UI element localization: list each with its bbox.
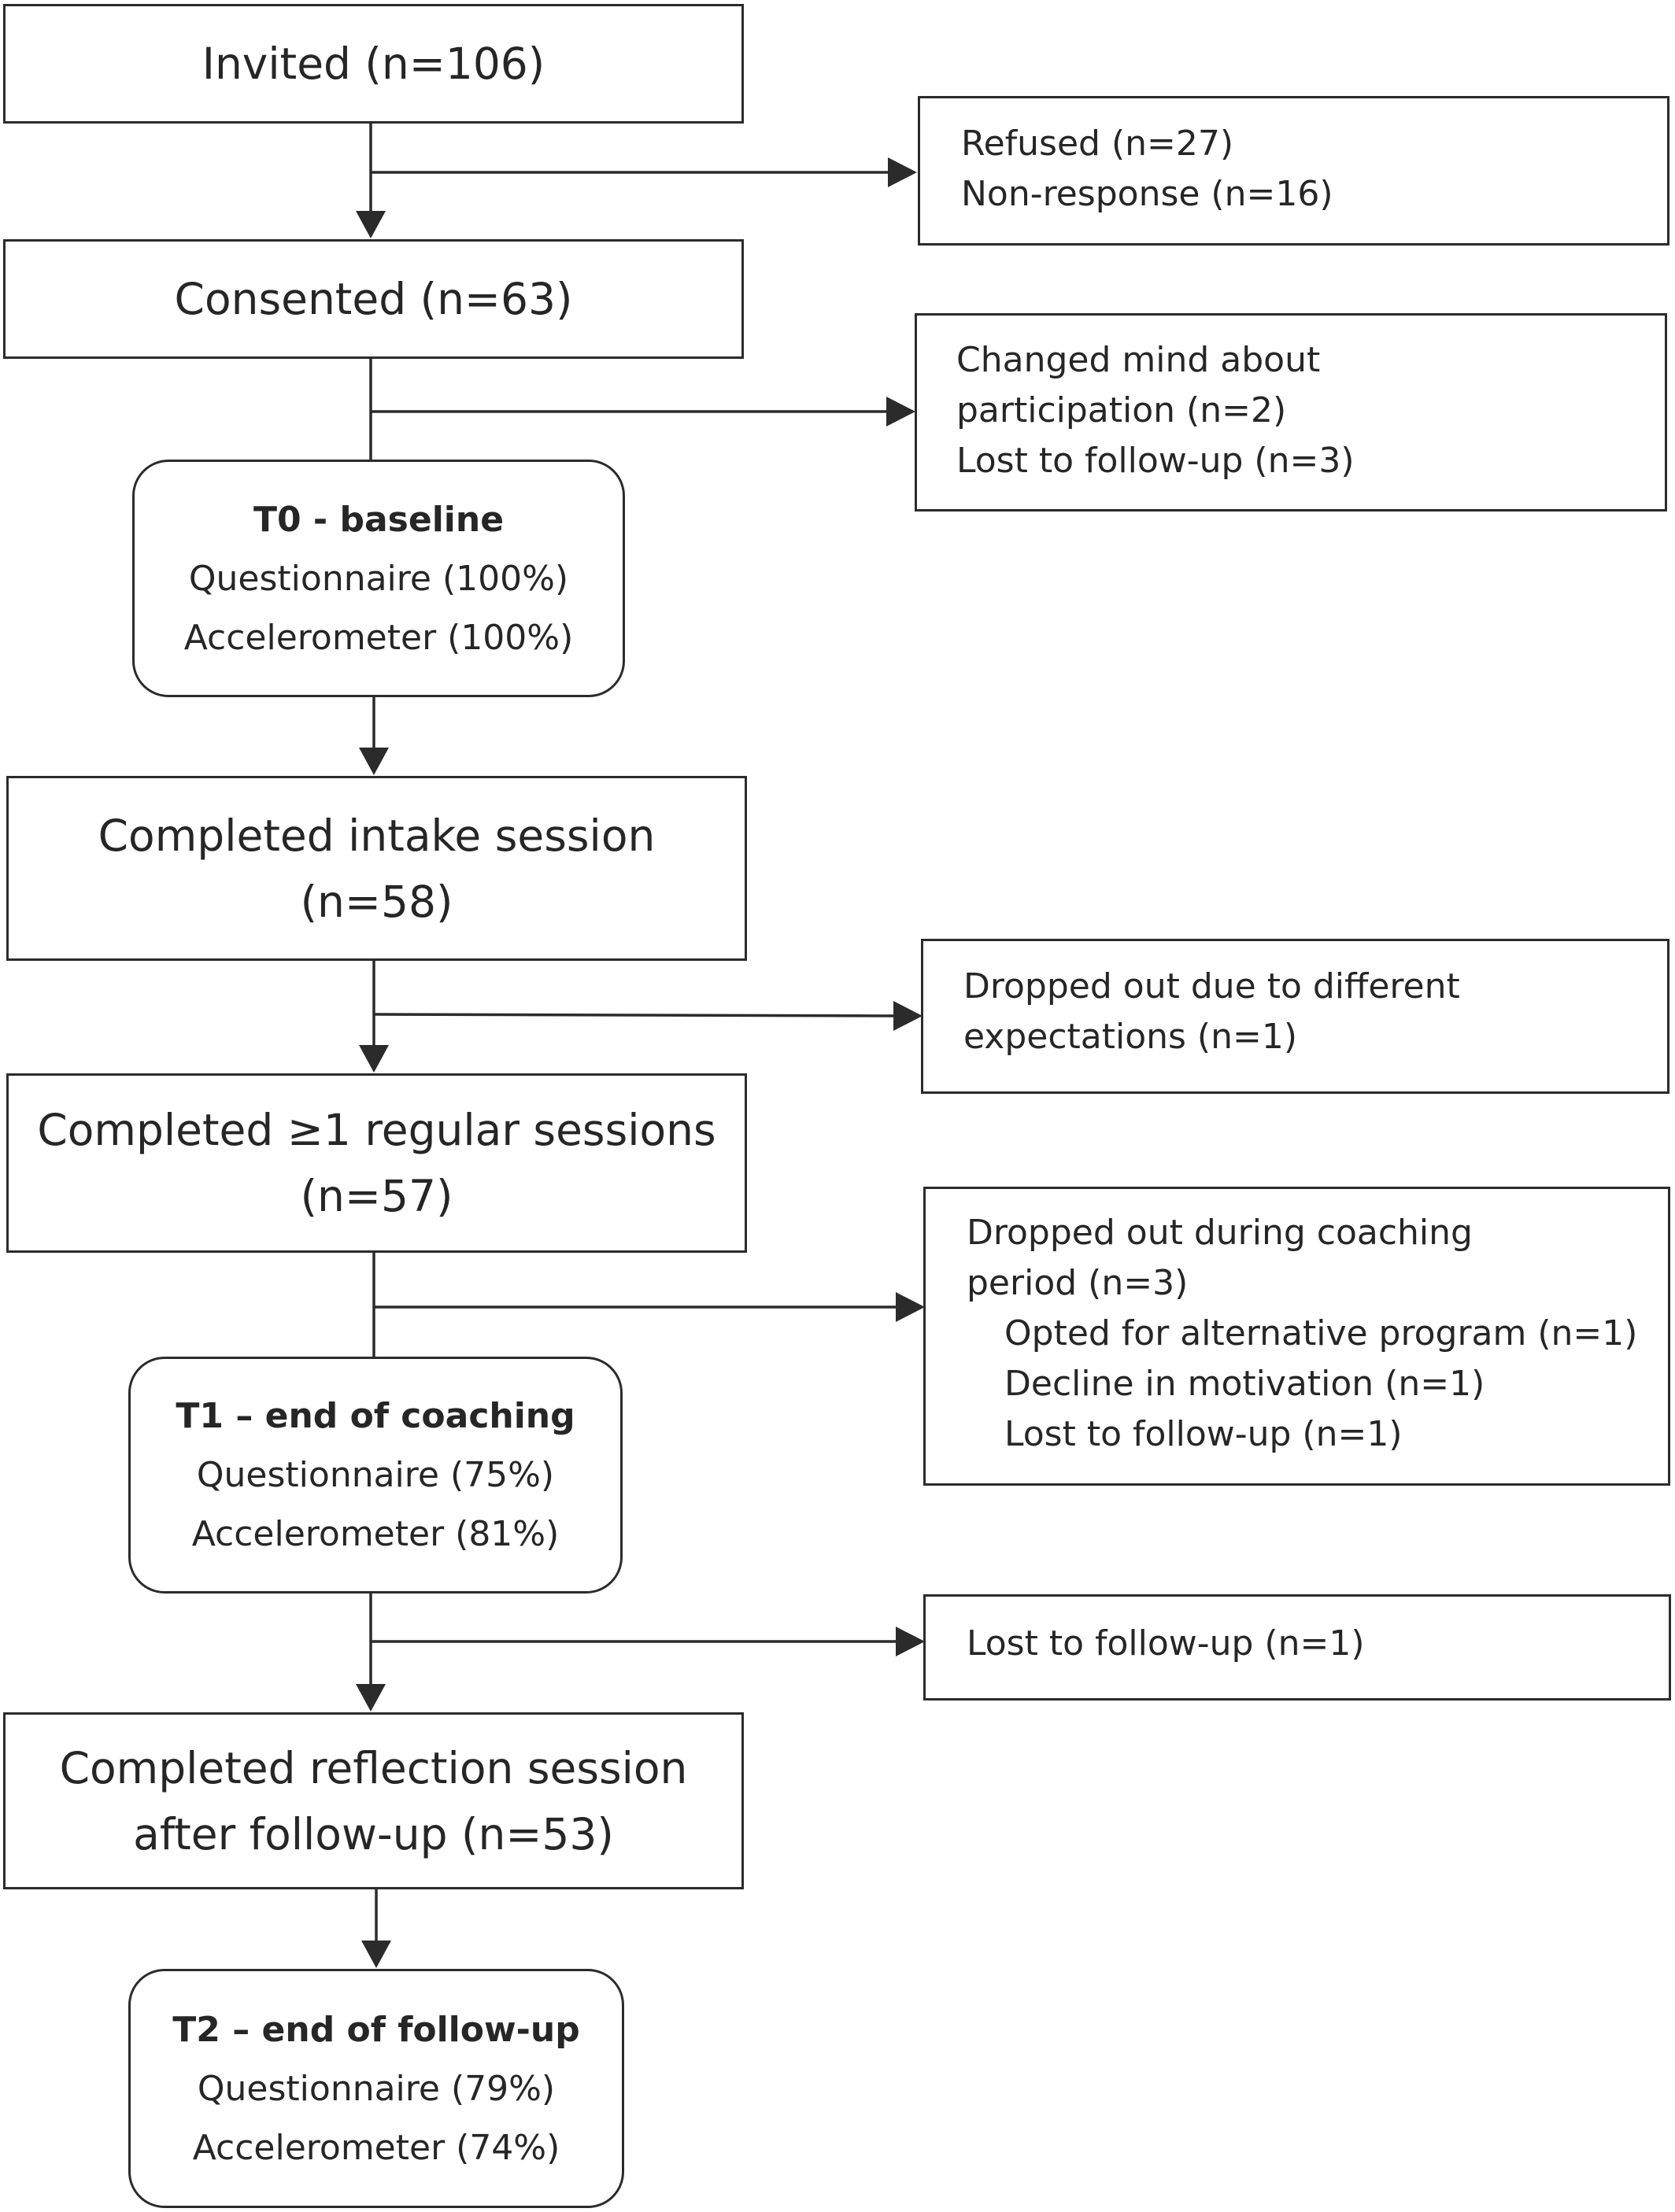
decline-motivation-label: Decline in motivation (n=1) <box>1004 1364 1485 1404</box>
reflection-label-1: Completed reflection session <box>59 1742 688 1793</box>
t1-questionnaire: Questionnaire (75%) <box>196 1455 555 1495</box>
arrow-to-excluded-intake <box>893 1001 923 1031</box>
arrow-to-excluded-coaching <box>896 1292 925 1322</box>
arrow-to-regular <box>359 1045 389 1073</box>
intake-label-1: Completed intake session <box>98 810 656 861</box>
arrow-to-excluded-consent <box>886 397 915 427</box>
t2-questionnaire: Questionnaire (79%) <box>197 2068 556 2109</box>
excluded-invite-box: Refused (n=27) Non-response (n=16) <box>918 96 1669 246</box>
excluded-followup-box: Lost to follow-up (n=1) <box>923 1594 1671 1701</box>
t2-end-followup-box: T2 – end of follow-up Questionnaire (79%… <box>128 1969 624 2208</box>
t0-accelerometer: Accelerometer (100%) <box>183 617 574 658</box>
excluded-consent-box: Changed mind about participation (n=2) L… <box>915 313 1667 511</box>
dropped-expectations-label-1: Dropped out due to different <box>963 966 1460 1006</box>
regular-label-2: (n=57) <box>300 1171 453 1221</box>
lost-followup-coaching-label: Lost to follow-up (n=1) <box>1004 1414 1403 1454</box>
t0-title: T0 - baseline <box>253 499 505 540</box>
non-response-label: Non-response (n=16) <box>961 174 1333 214</box>
intake-label-2: (n=58) <box>300 876 453 927</box>
consented-box: Consented (n=63) <box>3 239 744 359</box>
dropped-coaching-label-2: period (n=3) <box>967 1263 1189 1303</box>
lost-followup-t1-label: Lost to follow-up (n=1) <box>967 1623 1365 1664</box>
t1-end-coaching-box: T1 – end of coaching Questionnaire (75%)… <box>128 1357 623 1593</box>
excluded-coaching-box: Dropped out during coaching period (n=3)… <box>923 1187 1670 1486</box>
t1-title: T1 – end of coaching <box>176 1396 575 1436</box>
connector-intake-excluded <box>373 1013 896 1017</box>
arrow-to-t2 <box>361 1941 391 1968</box>
lost-followup-consent-label: Lost to follow-up (n=3) <box>956 441 1355 481</box>
alternative-program-label: Opted for alternative program (n=1) <box>1004 1313 1638 1353</box>
reflection-label-2: after follow-up (n=53) <box>133 1808 614 1859</box>
arrow-to-excluded-followup <box>896 1627 925 1656</box>
intake-box: Completed intake session (n=58) <box>6 776 747 961</box>
t1-accelerometer: Accelerometer (81%) <box>191 1514 560 1554</box>
regular-label-1: Completed ≥1 regular sessions <box>37 1105 716 1155</box>
t2-accelerometer: Accelerometer (74%) <box>192 2127 560 2168</box>
t0-baseline-box: T0 - baseline Questionnaire (100%) Accel… <box>132 460 625 697</box>
consented-label: Consented (n=63) <box>174 274 573 324</box>
arrow-to-reflection <box>356 1684 386 1712</box>
dropped-expectations-label-2: expectations (n=1) <box>963 1017 1298 1057</box>
refused-label: Refused (n=27) <box>961 124 1234 164</box>
t0-questionnaire: Questionnaire (100%) <box>188 558 569 599</box>
invited-label: Invited (n=106) <box>202 39 545 89</box>
arrow-to-excluded-invite <box>888 157 917 187</box>
excluded-intake-box: Dropped out due to different expectation… <box>921 939 1669 1094</box>
reflection-box: Completed reflection session after follo… <box>3 1712 744 1889</box>
arrow-to-intake <box>359 748 389 775</box>
changed-mind-label-2: participation (n=2) <box>956 390 1287 430</box>
regular-sessions-box: Completed ≥1 regular sessions (n=57) <box>6 1073 747 1253</box>
t2-title: T2 – end of follow-up <box>172 2009 580 2050</box>
invited-box: Invited (n=106) <box>3 4 744 124</box>
dropped-coaching-label-1: Dropped out during coaching <box>967 1213 1473 1253</box>
changed-mind-label-1: Changed mind about <box>956 340 1321 380</box>
arrow-to-consented <box>356 211 386 238</box>
